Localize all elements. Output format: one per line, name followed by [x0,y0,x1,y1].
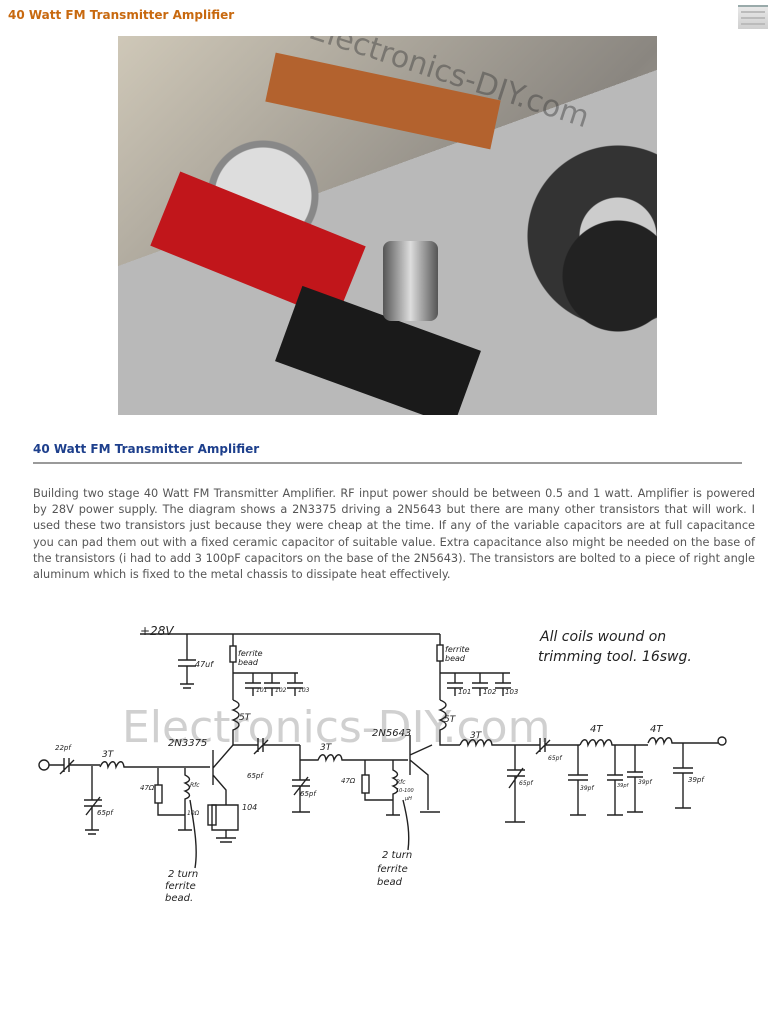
label: 22pf [55,744,72,752]
amplifier-photo: Electronics-DIY.com [118,36,657,415]
label: 65pf [300,790,317,798]
label-supply: +28V [140,624,174,638]
label: bead [445,654,466,663]
note-line1: All coils wound on [539,629,666,645]
label: 39pf [638,779,652,786]
label: ferrite [238,649,263,658]
article-body: Building two stage 40 Watt FM Transmitte… [33,487,755,582]
label: 39pf [617,783,630,789]
label: 5T [239,713,252,723]
label: 47uf [195,660,214,669]
label: 3T [102,750,115,760]
label: 65pf [247,772,264,780]
schematic-diagram: Electronics-DIY.com [38,624,727,904]
label: Rfc [396,779,406,786]
label: 4T [590,724,603,735]
label: 2 turn [168,869,198,880]
label: 47Ω [140,784,155,792]
label: Rfc [190,782,200,789]
article-heading: 40 Watt FM Transmitter Amplifier [33,442,260,456]
label: 65pf [548,755,562,762]
label: 10-100 [396,788,414,794]
label-transistor-1: 2N3375 [168,738,207,749]
label: 104 [242,803,257,812]
label: 10Ω [187,810,200,817]
note-line2: trimming tool. 16swg. [538,649,692,665]
label: bead [238,658,259,667]
label: 39pf [688,776,705,784]
label: 102 [483,688,497,696]
label: ferrite [445,645,470,654]
wires [38,633,727,869]
capacitor [383,241,438,321]
label: 101 [458,688,471,696]
schematic-watermark: Electronics-DIY.com [122,702,550,753]
label: 3T [320,743,333,753]
menu-icon[interactable] [738,5,768,29]
label: 2 turn [382,850,412,861]
label: bead [377,877,403,888]
page-title: 40 Watt FM Transmitter Amplifier [8,8,235,22]
label: 65pf [519,780,533,787]
label: 65pf [97,809,114,817]
label: 3T [470,731,483,741]
divider [33,462,742,464]
label: ferrite [165,881,196,892]
label: 5T [444,715,457,725]
fan [275,285,481,415]
label: µH [404,796,412,802]
label: bead. [165,893,193,904]
label: ferrite [377,864,408,875]
label: 39pf [580,785,594,792]
label: 47Ω [341,777,356,785]
label: 4T [650,724,663,735]
label: 102 [275,687,287,694]
label-transistor-2: 2N5643 [372,728,411,739]
label: 101 [256,687,267,694]
label: 103 [505,688,518,696]
label: 103 [298,687,310,694]
